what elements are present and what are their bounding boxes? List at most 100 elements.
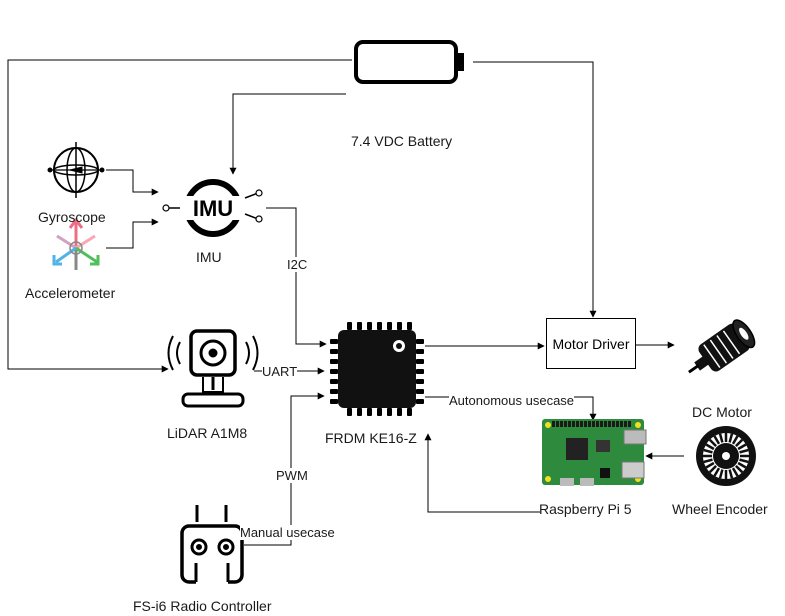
gpio-pin [596, 421, 599, 427]
gpio-pin [616, 421, 619, 427]
encoder-tick [713, 435, 721, 445]
accelerometer-label: Accelerometer [25, 285, 116, 301]
battery-to-lidar-wire [7, 59, 352, 373]
encoder-tick [708, 438, 717, 447]
encoder-tick [718, 469, 724, 479]
manual-usecase-edge-label: Manual usecase [240, 525, 335, 540]
encoder-tick [728, 433, 734, 443]
gyroscope-label: Gyroscope [38, 209, 106, 225]
radio-controller-icon[interactable] [180, 505, 244, 584]
battery-label: 7.4 VDC Battery [351, 133, 453, 149]
mcu-pin [416, 399, 424, 404]
gyroscope-to-imu-wire [106, 169, 159, 196]
motor-driver-label: Motor Driver [552, 335, 630, 352]
mcu-pin [330, 389, 338, 394]
battery-to-motor-driver-wire [473, 61, 597, 318]
gpio-pin [576, 421, 579, 427]
mcu-label: FRDM KE16-Z [325, 430, 417, 446]
pi-to-mcu-wire [424, 433, 540, 513]
battery-to-imu-wire [229, 93, 346, 175]
wheel-encoder-icon[interactable] [696, 426, 756, 486]
mcu-pin [416, 389, 424, 394]
mcu-pin [416, 379, 424, 384]
microcontroller-icon[interactable] [330, 322, 424, 416]
imu-label: IMU [196, 249, 222, 265]
encoder-tick [739, 458, 749, 464]
encoder-tick [739, 448, 749, 454]
gpio-pin [588, 421, 591, 427]
mcu-pin [330, 399, 338, 404]
gpio-pin [620, 421, 623, 427]
mcu-pin [397, 322, 402, 330]
mcu-pin [387, 408, 392, 416]
mcu-pin [347, 408, 352, 416]
raspberry-pi-icon[interactable] [542, 419, 647, 486]
mcu-pin [407, 408, 412, 416]
mcu-pin [416, 349, 424, 354]
gpio-pin [572, 421, 575, 427]
wheel-encoder-label: Wheel Encoder [672, 501, 768, 517]
mcu-pin [367, 408, 372, 416]
encoder-tick [728, 469, 734, 479]
encoder-tick [705, 443, 715, 451]
mcu-pin [347, 322, 352, 330]
gpio-pin [552, 421, 555, 427]
imu-icon[interactable]: IMU [162, 179, 263, 237]
radio-controller-label: FS-i6 Radio Controller [133, 598, 272, 614]
mcu-pin [416, 359, 424, 364]
mcu-pin [397, 408, 402, 416]
mcu-pin [330, 359, 338, 364]
mcu-pin [377, 408, 382, 416]
imu-to-mcu-wire [266, 207, 327, 348]
gpio-pin [568, 421, 571, 427]
accelerometer-to-imu-wire [106, 218, 159, 249]
gpio-pin [608, 421, 611, 427]
dc-motor-icon[interactable] [680, 317, 759, 386]
mcu-pin [367, 322, 372, 330]
encoder-tick [737, 443, 747, 451]
mcu-pin [407, 322, 412, 330]
mcu-pin [357, 408, 362, 416]
encoder-tick [731, 435, 739, 445]
gpio-pin [600, 421, 603, 427]
gpio-pin [560, 421, 563, 427]
autonomous-usecase-edge-label: Autonomous usecase [449, 393, 575, 408]
gpio-pin [604, 421, 607, 427]
gpio-pin [580, 421, 583, 427]
mcu-pin [357, 322, 362, 330]
gpio-pin [624, 421, 627, 427]
gpio-pin [584, 421, 587, 427]
encoder-tick [705, 461, 715, 469]
pwm-edge-label: PWM [276, 468, 308, 483]
motor-driver-box[interactable]: Motor Driver [546, 318, 636, 369]
lidar-icon[interactable] [167, 329, 259, 408]
encoder-tick [737, 461, 747, 469]
imu-chip-text: IMU [193, 196, 233, 221]
mcu-pin [377, 322, 382, 330]
gpio-pin [592, 421, 595, 427]
mcu-pin [387, 322, 392, 330]
gyroscope-icon[interactable] [47, 142, 105, 198]
gpio-pin [628, 421, 631, 427]
mcu-pin [330, 369, 338, 374]
encoder-tick [731, 467, 739, 477]
encoder-tick [718, 433, 724, 443]
uart-edge-label: UART [262, 364, 298, 379]
mcu-pin [330, 379, 338, 384]
dc-motor-label: DC Motor [692, 404, 752, 420]
mcu-pin [416, 369, 424, 374]
encoder-tick [735, 465, 744, 474]
i2c-edge-label: I2C [287, 257, 308, 272]
encoder-tick [708, 465, 717, 474]
encoder-tick [703, 458, 713, 464]
battery-icon[interactable] [354, 40, 464, 84]
mcu-pin [416, 339, 424, 344]
gpio-pin [612, 421, 615, 427]
encoder-tick [703, 448, 713, 454]
accelerometer-icon[interactable] [52, 217, 100, 270]
encoder-tick [713, 467, 721, 477]
mcu-pin [330, 349, 338, 354]
lidar-label: LiDAR A1M8 [167, 425, 248, 441]
gpio-pin [564, 421, 567, 427]
